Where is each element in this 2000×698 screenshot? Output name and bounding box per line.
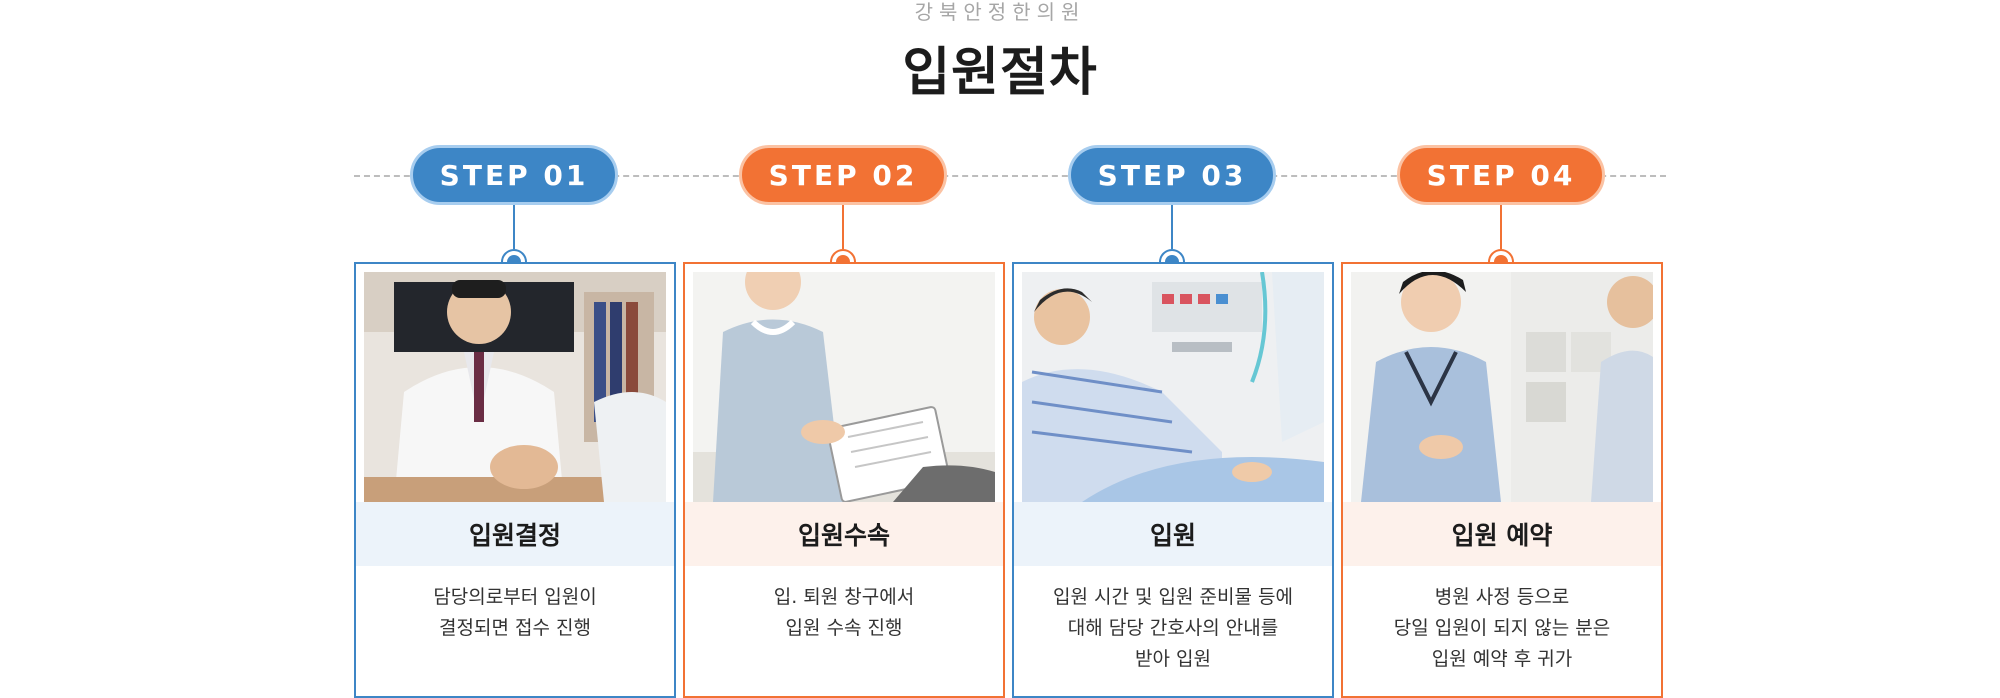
step-04-card: 입원 예약 병원 사정 등으로 당일 입원이 되지 않는 분은 입원 예약 후 …	[1341, 262, 1663, 698]
step-01-card: 입원결정 담당의로부터 입원이 결정되면 접수 진행	[354, 262, 676, 698]
step-03-connector	[1171, 205, 1173, 249]
step-02-card: 입원수속 입. 퇴원 창구에서 입원 수속 진행	[683, 262, 1005, 698]
step-04-photo	[1351, 272, 1653, 502]
step-04-description: 병원 사정 등으로 당일 입원이 되지 않는 분은 입원 예약 후 귀가	[1393, 586, 1611, 670]
step-03-photo	[1022, 272, 1324, 502]
step-04-connector	[1500, 205, 1502, 249]
step-03-description: 입원 시간 및 입원 준비물 등에 대해 담당 간호사의 안내를 받아 입원	[1053, 586, 1293, 670]
step-01-description: 담당의로부터 입원이 결정되면 접수 진행	[433, 586, 597, 639]
doctor-consultation-image	[364, 272, 666, 502]
timeline-line	[354, 175, 1666, 177]
step-01-title: 입원결정	[356, 502, 674, 566]
clinic-name: 강북안정한의원	[914, 0, 1086, 24]
step-03-card: 입원 입원 시간 및 입원 준비물 등에 대해 담당 간호사의 안내를 받아 입…	[1012, 262, 1334, 698]
step-01-photo	[364, 272, 666, 502]
step-02-connector	[842, 205, 844, 249]
step-02-photo	[693, 272, 995, 502]
step-01-badge: STEP 01	[410, 145, 618, 205]
step-04-title: 입원 예약	[1343, 502, 1661, 566]
nurse-guidance-image	[1351, 272, 1653, 502]
step-02-description: 입. 퇴원 창구에서 입원 수속 진행	[773, 586, 915, 639]
step-01-connector	[513, 205, 515, 249]
step-02-title: 입원수속	[685, 502, 1003, 566]
page-title: 입원절차	[902, 43, 1098, 103]
nurse-reception-image	[693, 272, 995, 502]
step-04-badge: STEP 04	[1397, 145, 1605, 205]
step-03-title: 입원	[1014, 502, 1332, 566]
patient-admission-image	[1022, 272, 1324, 502]
step-02-badge: STEP 02	[739, 145, 947, 205]
step-03-badge: STEP 03	[1068, 145, 1276, 205]
